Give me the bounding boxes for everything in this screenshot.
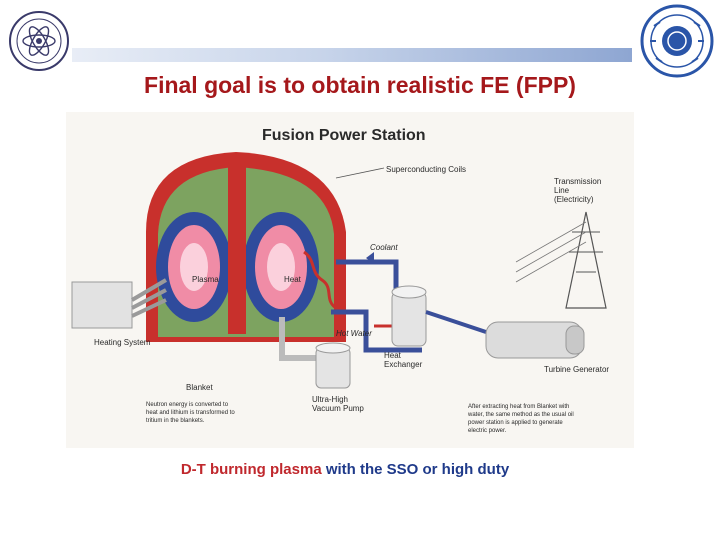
heating-system-label: Heating System [94, 338, 151, 347]
vacuum-pump-body [315, 347, 351, 389]
power-lines [515, 221, 587, 283]
heat-exchanger-label: Heat [384, 351, 402, 360]
turbine-generator-label: Turbine Generator [544, 365, 609, 374]
blanket-label: Blanket [186, 383, 213, 392]
slide-title: Final goal is to obtain realistic FE (FP… [144, 72, 576, 98]
heat-exchanger-top [391, 285, 427, 299]
blanket-note-2: heat and lithium is transformed to [146, 410, 235, 416]
superconducting-coils-label: Superconducting Coils [386, 165, 466, 174]
heat-exchanger-body [391, 291, 427, 347]
turbine-note-3: power station is applied to generate [468, 420, 563, 426]
turbine-generator [485, 321, 585, 359]
heat-exchanger-label-2: Exchanger [384, 360, 423, 369]
plasma-core-left [180, 243, 208, 291]
turbine-note-2: water, the same method as the usual oil [467, 412, 574, 418]
atom-emblem-seal-icon [9, 11, 69, 71]
tokamak-reactor [146, 152, 346, 342]
transmission-line-label: Transmission [554, 177, 601, 186]
vacuum-pump-label: Ultra-High [312, 395, 348, 404]
heating-system [71, 278, 168, 329]
caption-part-1: D-T burning plasma [180, 461, 322, 478]
hot-water-pipe [331, 309, 422, 353]
vacuum-pump [315, 342, 351, 389]
institute-logo-right [640, 4, 714, 78]
plasma-core-right [267, 243, 295, 291]
steam-pipe [425, 310, 487, 334]
heat-exchanger-coil [303, 250, 337, 310]
hot-water-label: Hot Water [336, 329, 372, 338]
fusion-power-station-diagram: Fusion Power Station Plasma Heat Heating… [66, 112, 634, 448]
caption-part-2: with the SSO or high duty [321, 461, 510, 478]
heat-label: Heat [284, 275, 302, 284]
transmission-tower [515, 211, 607, 309]
slide-caption: D-T burning plasma with the SSO or high … [0, 461, 690, 478]
turbine-note-4: electric power. [468, 428, 507, 434]
blanket-note-3: tritium in the blankets. [146, 418, 205, 424]
vacuum-line [279, 317, 316, 361]
tower-frame [565, 211, 607, 309]
transmission-line-label-2: Line [554, 186, 570, 195]
generator-end [565, 325, 585, 355]
heating-beams [130, 278, 168, 318]
vacuum-pump-top [315, 342, 351, 354]
heat-exchanger [391, 285, 427, 347]
blanket-note-1: Neutron energy is converted to [146, 402, 229, 408]
coolant-arrow [366, 252, 374, 264]
turbine-note-1: After extracting heat from Blanket with [468, 404, 569, 410]
vacuum-pump-label-2: Vacuum Pump [312, 404, 364, 413]
plasma-label: Plasma [192, 275, 219, 284]
coils-leader-line [335, 167, 385, 179]
coolant-label: Coolant [370, 243, 398, 252]
institute-seal-icon [640, 4, 714, 78]
header-bar [72, 48, 632, 62]
transmission-line-label-3: (Electricity) [554, 195, 594, 204]
diagram-title: Fusion Power Station [262, 127, 426, 144]
university-logo-left [8, 10, 70, 72]
central-solenoid [228, 154, 246, 334]
heating-system-box [71, 281, 133, 329]
